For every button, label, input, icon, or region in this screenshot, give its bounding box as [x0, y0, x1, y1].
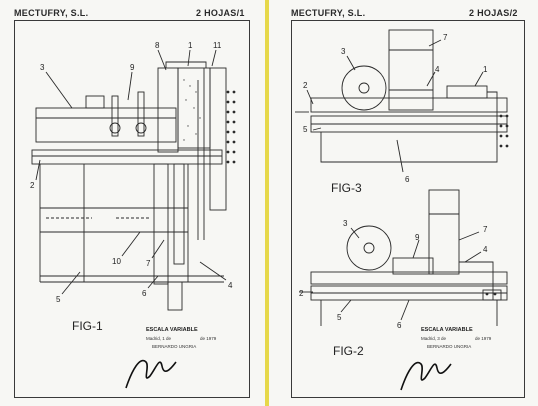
- valve-left: [109, 122, 121, 134]
- drawing-frame: [14, 20, 250, 398]
- stamp-year: de 1979: [475, 336, 492, 341]
- callout-8: 8: [155, 41, 160, 50]
- valve-right: [135, 122, 147, 134]
- callout-4: 4: [483, 245, 488, 254]
- stamp-agent: BERNARDO UNGRIA: [152, 344, 196, 349]
- signature: [400, 361, 452, 391]
- stamp-scale: ESCALA VARIABLE: [146, 327, 198, 333]
- callout-6: 6: [397, 321, 402, 330]
- callout-9: 9: [415, 233, 420, 242]
- column-fig3: [388, 29, 434, 111]
- stamp-agent: BERNARDO UNGRIA: [427, 344, 471, 349]
- fig-3-fig-2-drawing: 3 7 4 1 2 5 6 FIG-3 3 9 7 4 2 5 6 FIG-2 …: [295, 29, 509, 391]
- callout-7: 7: [483, 225, 488, 234]
- table-top: [31, 149, 223, 165]
- drawing-sheet-2: MECTUFRY, S.L. 2 HOJAS/2: [269, 0, 538, 406]
- sheet-number: 2 HOJAS/2: [469, 8, 518, 18]
- callout-3: 3: [343, 219, 348, 228]
- callout-3: 3: [40, 63, 45, 72]
- callout-6: 6: [405, 175, 410, 184]
- stamp-date: Madrid, 3 de: [421, 336, 447, 341]
- bench-fig3: [310, 97, 508, 113]
- callout-10: 10: [112, 257, 121, 266]
- hole-pattern: [485, 114, 509, 296]
- callout-3: 3: [341, 47, 346, 56]
- callout-7: 7: [443, 33, 448, 42]
- callout-6: 6: [142, 289, 147, 298]
- hole-pattern: [226, 90, 236, 164]
- knob: [85, 95, 105, 109]
- callout-2: 2: [303, 81, 308, 90]
- wheel-fig3: [341, 65, 387, 111]
- stamp-scale: ESCALA VARIABLE: [421, 327, 473, 333]
- company-name: MECTUFRY, S.L.: [291, 8, 366, 18]
- callout-9: 9: [130, 63, 135, 72]
- page-fold: [265, 0, 269, 406]
- drawing-frame: [291, 20, 525, 398]
- stamp-date: Madrid, 1 de: [146, 336, 172, 341]
- callout-2: 2: [299, 289, 304, 298]
- wheel-fig2: [346, 225, 392, 271]
- bench-top: [35, 107, 177, 143]
- drawing-sheet-1: MECTUFRY, S.L. 2 HOJAS/1: [0, 0, 266, 406]
- signature: [125, 359, 177, 389]
- bench-fig2: [310, 271, 508, 285]
- callout-5: 5: [56, 295, 61, 304]
- figure-label: FIG-1: [72, 319, 103, 333]
- callout-11: 11: [213, 41, 222, 50]
- callout-4: 4: [228, 281, 233, 290]
- sheet-number: 2 HOJAS/1: [196, 8, 245, 18]
- company-name: MECTUFRY, S.L.: [14, 8, 89, 18]
- column-fig2: [428, 189, 460, 275]
- column-8: [157, 67, 179, 153]
- callout-1: 1: [483, 65, 488, 74]
- callout-4: 4: [435, 65, 440, 74]
- callout-5: 5: [337, 313, 342, 322]
- stamp-year: de 1979: [200, 336, 217, 341]
- fig-1-drawing: 3 9 8 1 11 2 10 7 5 6 4 FIG-1 ESCALA VAR…: [30, 41, 236, 389]
- callout-2: 2: [30, 181, 35, 190]
- figure-label-bottom: FIG-2: [333, 344, 364, 358]
- callout-5: 5: [303, 125, 308, 134]
- lower-piston: [167, 281, 183, 311]
- callout-7: 7: [146, 259, 151, 268]
- figure-label-top: FIG-3: [331, 181, 362, 195]
- callout-1: 1: [188, 41, 193, 50]
